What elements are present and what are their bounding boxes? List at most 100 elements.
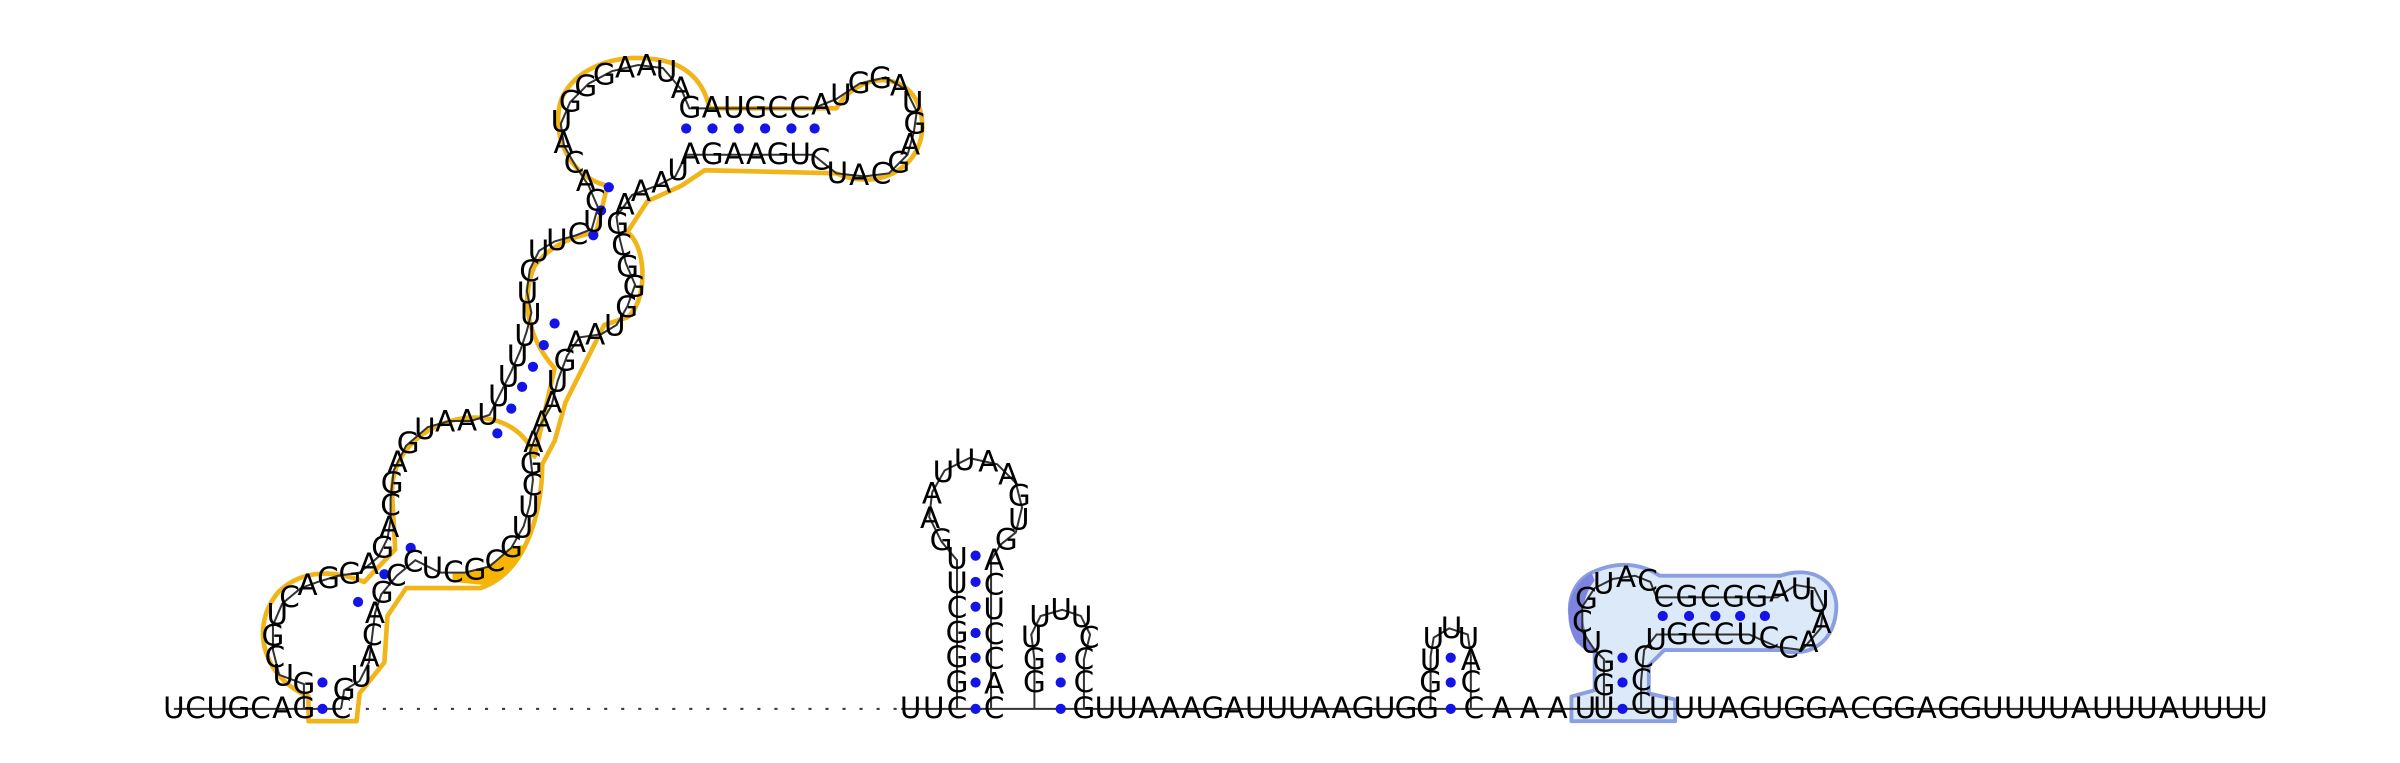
nucleotide-helix5: G [1666,617,1689,651]
backbone-helix5 [1581,574,1825,709]
nucleotide-helix1: U [528,234,550,268]
nucleotide-helix1: G [371,530,394,564]
nucleotide-helix1: G [615,290,638,324]
nucleotide-helix3: U [1021,620,1043,654]
base-pair-dot [317,677,328,688]
nucleotide-helix5: C [1637,564,1658,598]
nucleotide-helix1: U [520,297,542,331]
nucleotide-helix1: U [547,364,569,398]
base-pair-dot [1055,677,1066,688]
nucleotide-helix5: C [1633,640,1654,674]
base-pair-dot [786,123,797,134]
nucleotide-helix5: G [1745,580,1768,614]
nucleotide-5prime: C [250,691,271,725]
nucleotide-helix5: U [1791,572,1813,606]
base-pair-dot [595,205,607,216]
nucleotide-5prime: C [185,691,206,725]
nucleotide-helix1: A [585,317,605,351]
nucleotide-helix1: U [414,412,436,446]
nucleotide-helix2: C [947,591,968,625]
nucleotide-helix1: A [379,510,399,544]
nucleotide-helix1: U [604,308,626,342]
nucleotide-helix1: A [811,87,831,121]
nucleotide-3prime: U [2004,691,2026,725]
nucleotide-helix1: A [576,164,596,198]
nucleotide-helix5: C [1778,631,1799,665]
base-pair-dot [1657,610,1668,622]
nucleotide-helix1: G [701,137,724,171]
nucleotide-linker1: A [1181,691,1201,725]
nucleotide-3prime: A [1917,691,1937,725]
nucleotide-helix1: A [554,126,574,160]
nucleotide-helix2: A [922,477,942,511]
base-pair-dot [1759,610,1771,622]
base-pair-dot [970,601,981,612]
nucleotide-helix1: A [532,405,552,439]
nucleotide-helix2: C [984,642,1005,676]
backbone-helix3 [1030,608,1092,709]
nucleotide-linker1: G [1352,691,1375,725]
nucleotide-helix4: A [1461,643,1481,677]
nucleotide-helix5: G [1593,645,1616,679]
nucleotide-helix1: U [551,105,573,139]
nucleotide-helix2: G [1008,479,1031,513]
nucleotide-helix5: C [1700,580,1721,614]
nucleotide-helix1: C [403,544,424,578]
nucleotide-helix1: A [359,547,379,581]
nucleotide-helix1: A [359,640,379,674]
nucleotide-helix3: C [1079,620,1100,654]
nucleotide-helix2: C [984,691,1005,725]
nucleotide-5prime: A [272,691,292,725]
base-pair-dot [1055,652,1066,663]
nucleotide-helix2: A [920,501,940,535]
nucleotide-helix5: G [1593,668,1616,702]
nucleotide-5prime: U [163,691,185,725]
nucleotide-helix1: G [317,561,340,595]
nucleotide-helix2: G [930,523,953,557]
base-pair-dot [527,361,539,372]
nucleotide-helix1: C [362,618,383,652]
nucleotide-helix1: G [338,556,361,590]
base-pair-dot [970,550,981,561]
nucleotide-helix1: G [574,69,597,103]
nucleotide-helix5: A [1769,574,1789,608]
base-pair-dot [538,340,549,351]
nucleotide-helix1: U [667,153,689,187]
nucleotide-linker1: G [1395,691,1418,725]
nucleotide-helix1: G [381,466,404,500]
base-pairs-helix3 [1055,652,1066,714]
nucleotide-helix1: G [554,344,577,378]
nucleotide-helix1: G [869,61,892,95]
nucleotide-helix1: C [568,217,589,251]
nucleotide-helix5: U [1645,622,1667,656]
base-pair-dot [809,123,820,134]
nucleotide-linker2: A [1492,691,1512,725]
nucleotide-linker1: U [1266,691,1288,725]
nucleotide-linker1: A [1160,691,1180,725]
nucleotide-3prime: G [1739,691,1762,725]
nucleotide-3prime: G [1893,691,1916,725]
nucleotide-helix2: U [983,592,1005,626]
nucleotide-helix2: U [946,541,968,575]
nucleotide-helix1: A [651,166,671,200]
nucleotide-helix5: G [1575,582,1598,616]
nucleotide-helix5: C [1690,617,1711,651]
base-pair-dot [1445,677,1456,688]
nucleotide-3prime: A [2071,691,2091,725]
nucleotide-helix4: U [1441,611,1463,645]
base-pair-dot [1055,703,1066,714]
nucleotide-gap-tail: U [900,691,922,725]
nucleotide-helix2: C [984,568,1005,602]
nucleotide-helix1: C [768,91,789,125]
nucleotide-helix1: U [830,78,852,112]
nucleotide-helix3: U [1029,599,1051,633]
nucleotide-helix1: G [500,530,523,564]
base-pair-dot [1445,703,1456,714]
base-pair-dot [405,542,416,553]
nucleotide-helix1: C [522,468,543,502]
backbone-helix4 [1429,627,1472,709]
backbone-helix2 [928,457,1024,709]
nucleotide-3prime: U [2136,691,2158,725]
base-pair-dot [970,627,981,639]
